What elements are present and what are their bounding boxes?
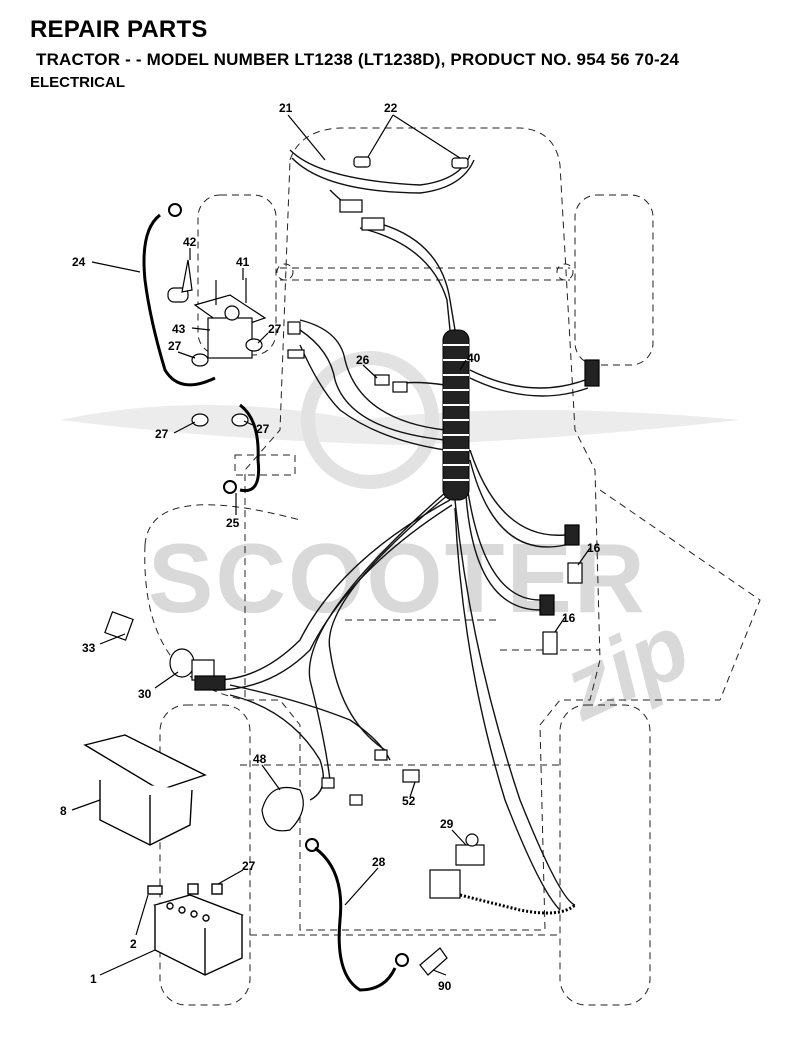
switch-29 (429, 833, 576, 915)
tractor-outline (144, 127, 761, 1006)
callout-27: 27 (155, 427, 169, 441)
callout-16: 16 (587, 541, 601, 555)
battery-tray-8 (83, 734, 207, 846)
callout-30: 30 (138, 687, 152, 701)
callout-24: 24 (72, 255, 86, 269)
callout-21: 21 (279, 101, 293, 115)
callout-16: 16 (562, 611, 576, 625)
page-header: REPAIR PARTS TRACTOR - - MODEL NUMBER LT… (30, 16, 679, 91)
callout-1: 1 (90, 972, 97, 986)
headlight-bulbs-22 (353, 156, 469, 169)
callout-27: 27 (256, 422, 270, 436)
watermark: SCOOTER zip (60, 351, 740, 740)
callout-43: 43 (172, 322, 186, 336)
callout-90: 90 (438, 979, 452, 993)
callout-26: 26 (356, 353, 370, 367)
ignition-switch-30 (169, 648, 226, 691)
callout-28: 28 (372, 855, 386, 869)
cable-25 (223, 403, 261, 494)
lamp-48 (261, 786, 304, 832)
section-label: ELECTRICAL (30, 74, 125, 91)
callout-48: 48 (253, 752, 267, 766)
callout-27: 27 (168, 339, 182, 353)
callout-27: 27 (242, 859, 256, 873)
watermark-ring (301, 351, 439, 489)
cable-28 (305, 838, 409, 992)
callout-labels: 21 22 24 42 41 43 27 27 27 27 26 40 25 1… (60, 101, 601, 993)
connectors (104, 199, 600, 806)
nuts-27 (191, 338, 263, 427)
callout-29: 29 (440, 817, 454, 831)
battery-cable-24 (142, 203, 216, 387)
solenoid-assembly (167, 259, 267, 359)
boot-90 (419, 947, 448, 976)
model-subtitle: TRACTOR - - MODEL NUMBER LT1238 (LT1238D… (36, 50, 680, 69)
harness-loom (442, 329, 470, 501)
callout-25: 25 (226, 516, 240, 530)
callout-33: 33 (82, 641, 96, 655)
callout-8: 8 (60, 804, 67, 818)
callout-52: 52 (402, 794, 416, 808)
callout-40: 40 (467, 351, 481, 365)
battery-1 (147, 883, 245, 976)
callout-2: 2 (130, 937, 137, 951)
callout-27: 27 (268, 322, 282, 336)
leader-lines (71, 114, 591, 976)
wiring-harness (214, 149, 591, 911)
page-title: REPAIR PARTS (30, 16, 208, 43)
callout-41: 41 (236, 255, 250, 269)
watermark-swoosh (60, 405, 740, 445)
callout-42: 42 (183, 235, 197, 249)
callout-22: 22 (384, 101, 398, 115)
